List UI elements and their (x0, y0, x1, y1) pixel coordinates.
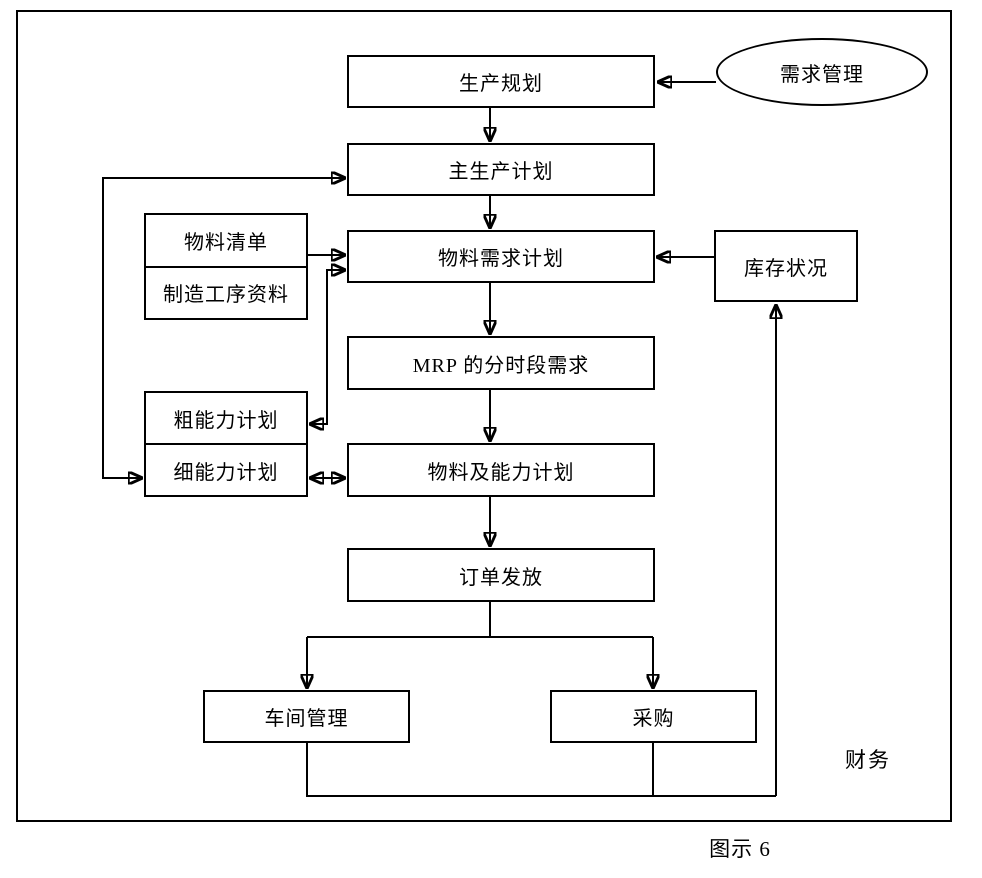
node-detailed-capacity-planning-label: 细能力计划 (173, 461, 279, 484)
diagram-border (16, 10, 952, 822)
figure-caption: 图示 6 (709, 837, 771, 861)
line-order-split-bus (307, 602, 653, 638)
arrow-mps-detailedcapacity-feedback (102, 178, 345, 478)
node-rough-cut-capacity-planning: 粗能力计划 (146, 393, 306, 445)
node-manufacturing-process-data-label: 制造工序资料 (163, 284, 289, 307)
node-shop-floor-management-label: 车间管理 (264, 708, 349, 730)
line-feedback-collector (306, 743, 776, 797)
arrow-mrp-roughcapacity-feedback (310, 270, 345, 424)
node-inventory-status-label: 库存状况 (744, 257, 828, 280)
node-bill-of-materials: 物料清单 (146, 215, 306, 268)
node-production-planning-label: 生产规划 (459, 73, 543, 95)
node-purchasing-label: 采购 (632, 708, 675, 730)
node-demand-management: 需求管理 (716, 38, 928, 106)
node-purchasing: 采购 (550, 690, 757, 743)
node-material-and-capacity-planning-label: 物料及能力计划 (427, 461, 575, 484)
node-material-requirements-planning-label: 物料需求计划 (438, 248, 564, 270)
node-finance-label: 财务 (845, 748, 891, 772)
node-master-production-schedule-label: 主生产计划 (448, 161, 554, 183)
node-group-capacity-planning: 粗能力计划 细能力计划 (144, 391, 308, 497)
node-manufacturing-process-data: 制造工序资料 (146, 268, 306, 319)
node-bill-of-materials-label: 物料清单 (184, 231, 268, 254)
node-production-planning: 生产规划 (347, 55, 655, 108)
node-mrp-time-phased-demand-label: MRP 的分时段需求 (412, 354, 590, 377)
node-material-requirements-planning: 物料需求计划 (347, 230, 655, 283)
node-demand-management-label: 需求管理 (780, 63, 864, 86)
node-shop-floor-management: 车间管理 (203, 690, 410, 743)
node-master-production-schedule: 主生产计划 (347, 143, 655, 196)
node-order-release-label: 订单发放 (459, 566, 543, 589)
node-detailed-capacity-planning: 细能力计划 (146, 445, 306, 495)
node-order-release: 订单发放 (347, 548, 655, 602)
node-group-bom-process-data: 物料清单 制造工序资料 (144, 213, 308, 320)
node-rough-cut-capacity-planning-label: 粗能力计划 (173, 409, 279, 432)
node-inventory-status: 库存状况 (714, 230, 858, 302)
node-material-and-capacity-planning: 物料及能力计划 (347, 443, 655, 497)
node-mrp-time-phased-demand: MRP 的分时段需求 (347, 336, 655, 390)
